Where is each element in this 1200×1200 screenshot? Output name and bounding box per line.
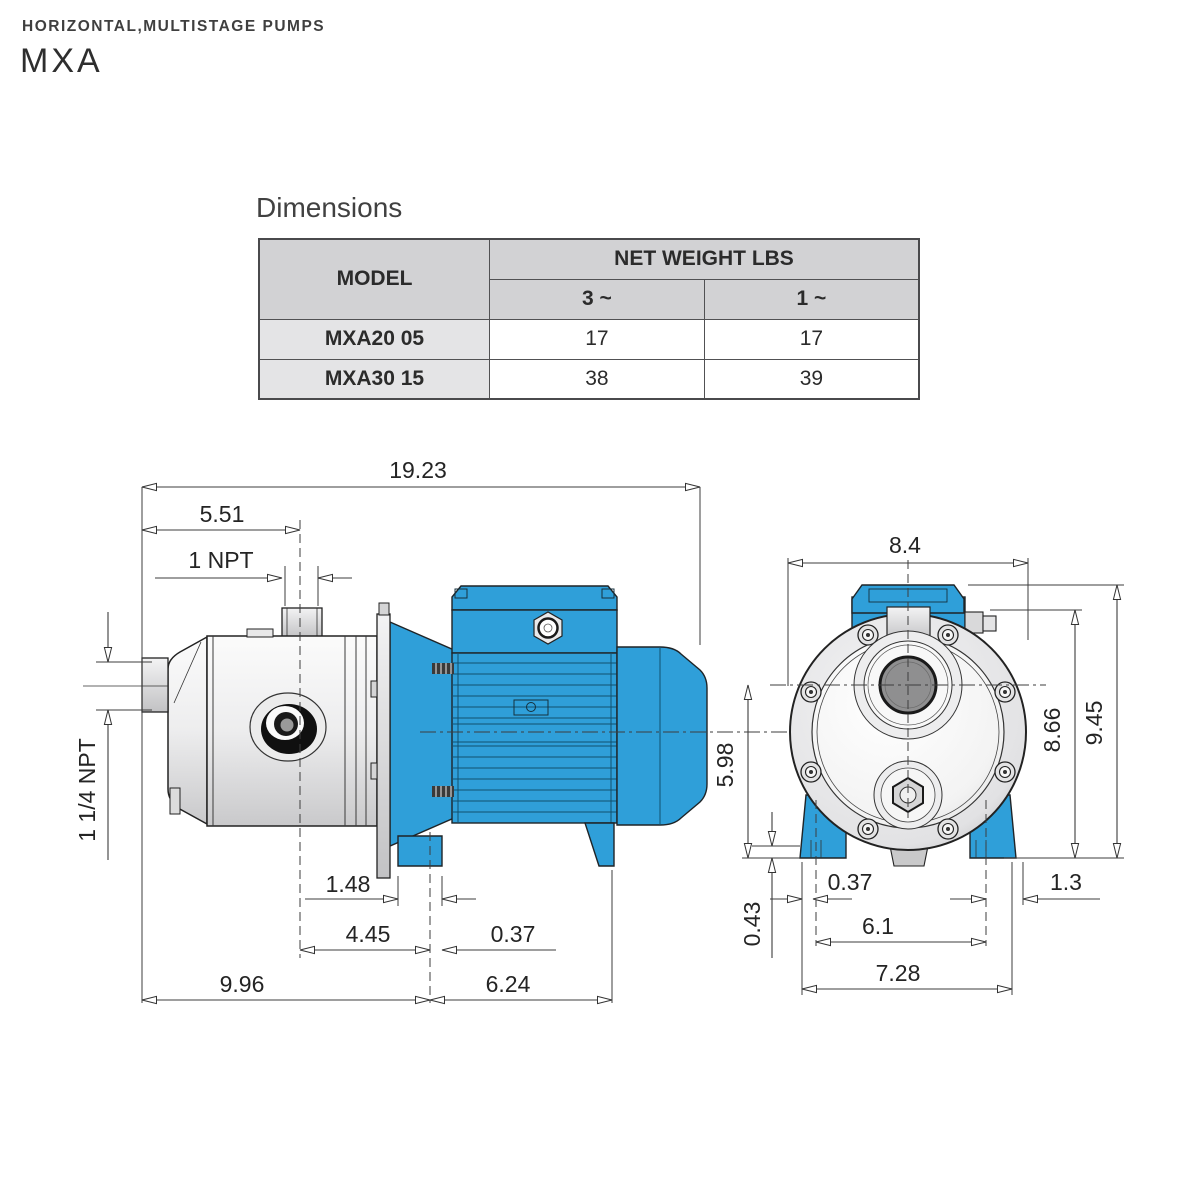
tie-rod-stud	[432, 663, 454, 674]
weight-three-phase: 38	[489, 358, 705, 400]
rear-foot	[584, 822, 615, 867]
flange-bolt	[800, 761, 822, 783]
dim-inlet-to-discharge: 5.51	[200, 501, 245, 527]
dim-slot-edge-offset: 0.37	[828, 869, 873, 895]
dim-slot-height: 0.43	[739, 902, 765, 947]
dim-overall-length: 19.23	[389, 457, 447, 483]
cable-gland	[533, 611, 563, 645]
dimensions-heading: Dimensions	[256, 192, 403, 223]
model-name: MXA30 15	[258, 358, 490, 400]
side-view-dimensions: 19.23 5.51 1 NPT 1 1/4 NPT 1.48	[74, 457, 701, 1005]
drain-plug	[873, 760, 943, 830]
motor-terminal-box	[451, 585, 618, 654]
dim-overall-width: 8.4	[889, 532, 921, 558]
ejector-boss	[249, 692, 327, 762]
dim-body-height: 8.66	[1039, 708, 1065, 753]
page-kicker: HORIZONTAL,MULTISTAGE PUMPS	[22, 18, 326, 35]
net-weight-table: MODEL NET WEIGHT LBS 3 ~ 1 ~ MXA20 05 17…	[258, 238, 920, 400]
table-row: MXA20 05 17 17	[258, 318, 920, 360]
dim-front-length: 9.96	[220, 971, 265, 997]
dim-foot-edge-offset: 0.37	[491, 921, 536, 947]
mounting-flange	[370, 602, 391, 879]
dim-discharge-to-foot: 4.45	[346, 921, 391, 947]
col-header-single-phase: 1 ~	[703, 278, 920, 320]
weight-single-phase: 39	[703, 358, 920, 400]
flange-bolt	[857, 818, 879, 840]
motor-body	[432, 652, 629, 824]
dim-foot-outer-width: 7.28	[876, 960, 921, 986]
table-row: MXA30 15 38 39	[258, 358, 920, 400]
front-foot	[397, 835, 443, 867]
dim-bolt-slot-spacing: 6.1	[862, 913, 894, 939]
dim-foot-width: 1.48	[326, 871, 371, 897]
dim-rear-offset: 1.3	[1050, 869, 1082, 895]
page-title: MXA	[20, 42, 103, 80]
foot-slots	[810, 800, 987, 946]
flange-bolt	[937, 818, 959, 840]
discharge-port	[281, 607, 323, 639]
motor-fins	[452, 662, 617, 813]
side-view: 19.23 5.51 1 NPT 1 1/4 NPT 1.48	[74, 457, 880, 1005]
weight-single-phase: 17	[703, 318, 920, 360]
dim-suction-port: 1 1/4 NPT	[74, 738, 100, 842]
front-view-dimensions: 8.4 8.66 9.45 5.98 0.43	[712, 532, 1124, 995]
flange-bolt	[994, 761, 1016, 783]
dim-discharge-port: 1 NPT	[188, 547, 253, 573]
suction-port	[83, 657, 169, 713]
pump-body	[167, 628, 378, 827]
fan-cover	[616, 646, 708, 826]
tie-rod-stud	[432, 786, 454, 797]
lantern-bracket	[389, 620, 455, 848]
model-name: MXA20 05	[258, 318, 490, 360]
dim-rear-length: 6.24	[486, 971, 531, 997]
dim-axis-height: 5.98	[712, 743, 738, 788]
col-header-three-phase: 3 ~	[489, 278, 705, 320]
weight-three-phase: 17	[489, 318, 705, 360]
dim-overall-height: 9.45	[1081, 701, 1107, 746]
front-view: 8.4 8.66 9.45 5.98 0.43	[712, 532, 1124, 995]
